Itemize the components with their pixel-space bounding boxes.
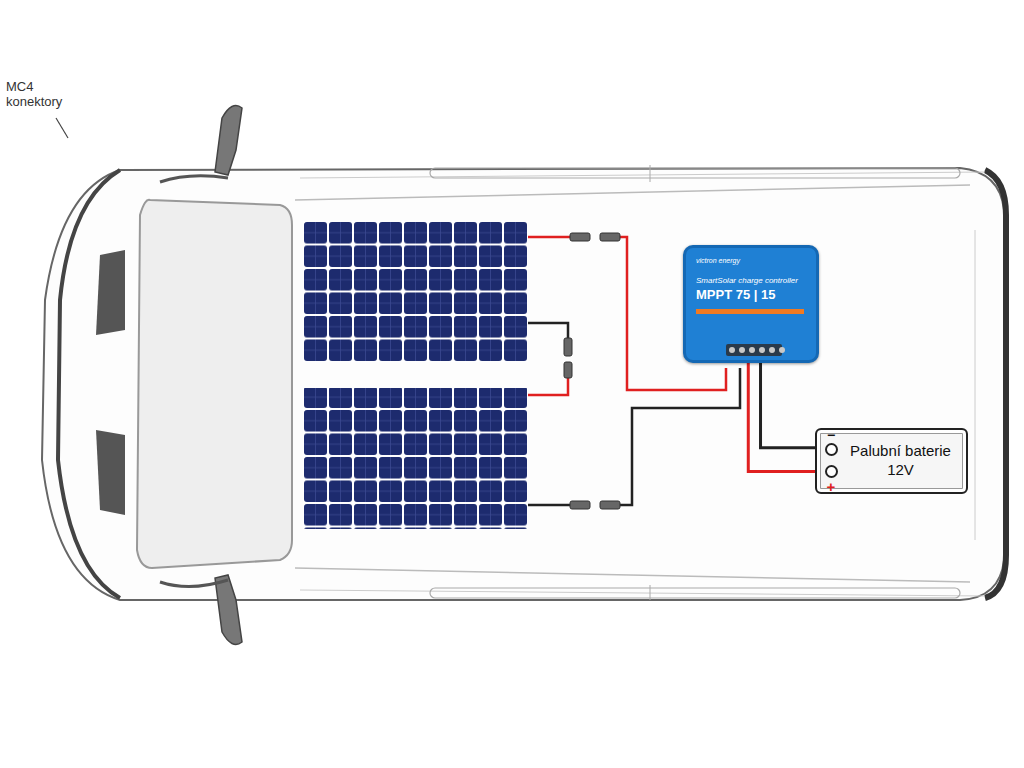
terminal-screw — [739, 347, 745, 353]
terminal-screw — [749, 347, 755, 353]
solar-panel — [303, 388, 528, 529]
mc4-connector — [564, 233, 620, 509]
mirror — [215, 575, 242, 644]
terminal-screw — [779, 347, 785, 353]
product-label: SmartSolar charge controller — [696, 276, 808, 286]
terminal-screw — [729, 347, 735, 353]
leader-line — [56, 118, 68, 138]
model-label: MPPT 75 | 15 — [696, 287, 808, 303]
orange-stripe — [696, 309, 804, 314]
terminal-screw — [759, 347, 765, 353]
mirror — [215, 106, 242, 175]
battery-wire — [761, 363, 815, 448]
battery-terminal — [825, 465, 838, 478]
battery-box: Palubní baterie 12V — [815, 428, 968, 494]
terminal-strip — [726, 344, 782, 356]
terminal-screw — [769, 347, 775, 353]
solar-panel — [303, 221, 528, 362]
callout-label: MC4 konektory — [6, 80, 76, 110]
battery-terminal — [825, 443, 838, 456]
brand-label: victron energy — [696, 257, 808, 266]
battery-wire — [748, 363, 815, 472]
battery-label: Palubní baterie 12V — [846, 442, 956, 480]
van-body — [42, 165, 1006, 600]
charge-controller: victron energySmartSolar charge controll… — [683, 245, 819, 363]
